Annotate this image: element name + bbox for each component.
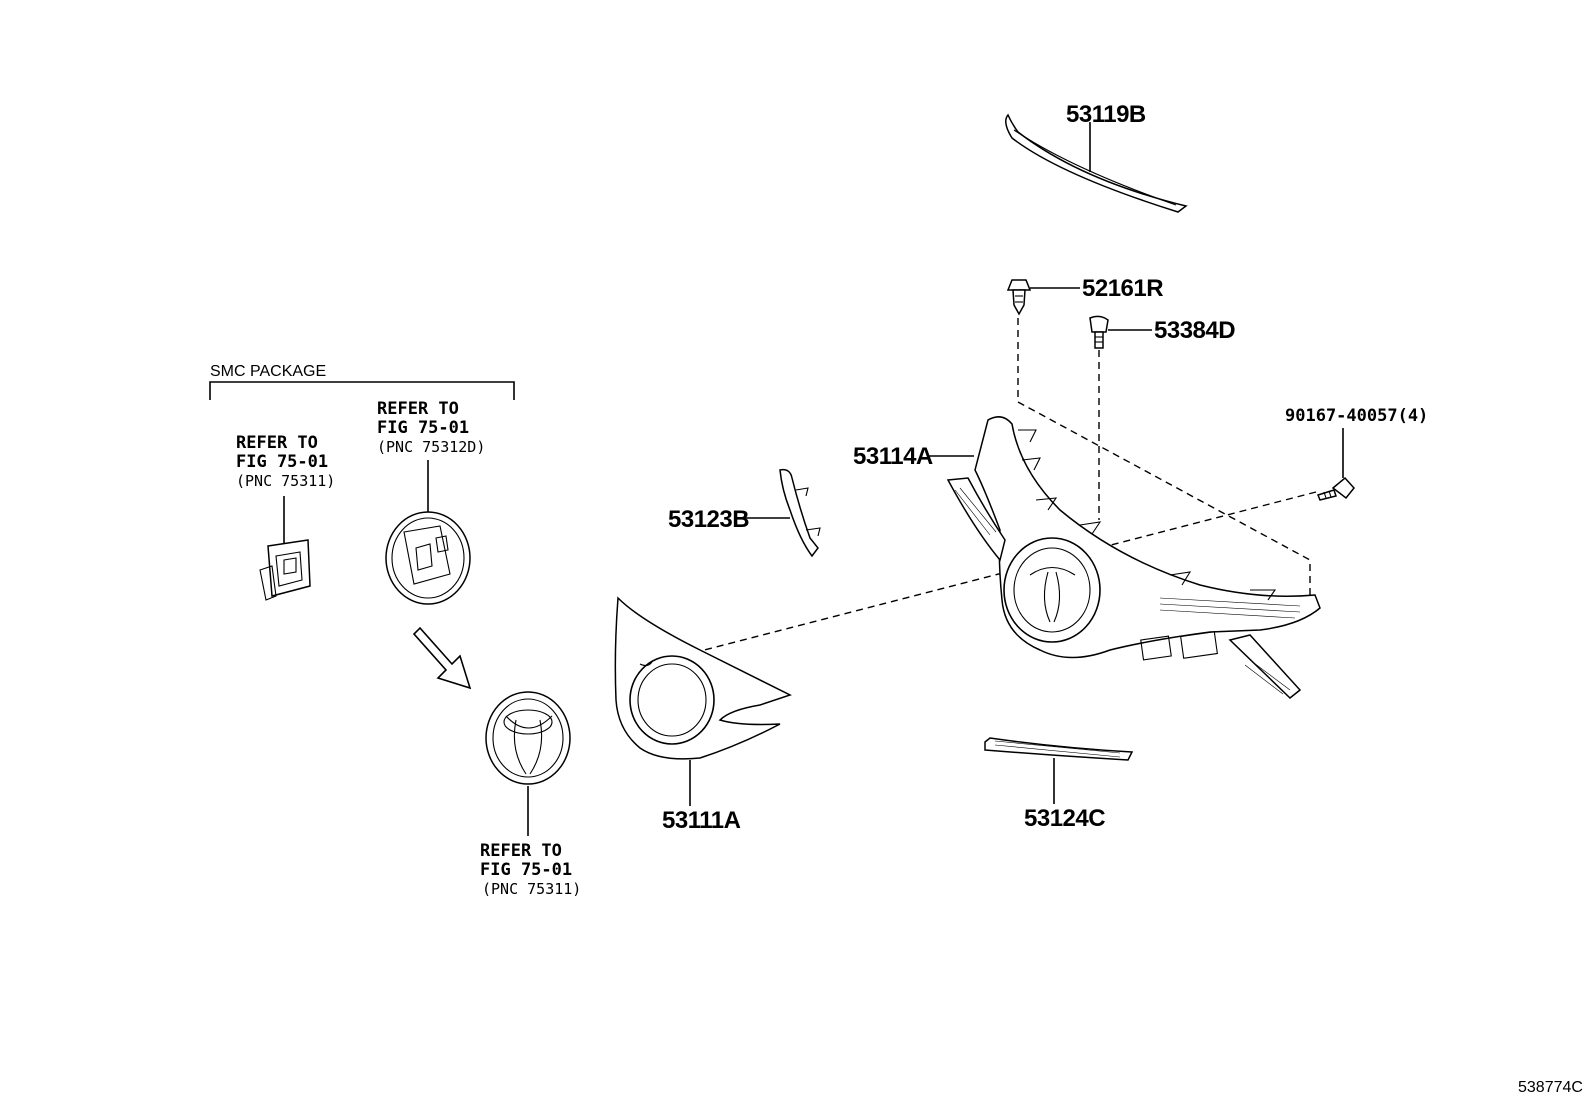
ref-bottom-line1: REFER TO (480, 841, 562, 861)
part-number-53384D[interactable]: 53384D (1154, 317, 1236, 344)
ref-left-pnc[interactable]: (PNC 75311) (236, 472, 335, 490)
part-number-90167-40057[interactable]: 90167-40057(4) (1285, 406, 1428, 426)
ref-middle-line2: FIG 75-01 (377, 418, 469, 438)
part-number-52161R[interactable]: 52161R (1082, 275, 1164, 302)
figure-id: 538774C (1518, 1079, 1583, 1096)
emblem-toyota-icon[interactable] (485, 691, 571, 785)
part-number-53114A[interactable]: 53114A (853, 443, 933, 470)
part-number-53123B[interactable]: 53123B (668, 506, 750, 533)
ref-middle-line1: REFER TO (377, 399, 459, 419)
emblem-square-icon[interactable] (259, 539, 311, 601)
grille-bracket[interactable] (779, 468, 821, 558)
ref-bottom-line2: FIG 75-01 (480, 860, 572, 880)
plug-icon[interactable] (1089, 315, 1109, 349)
emblem-surround[interactable] (614, 596, 792, 760)
ref-left-line2: FIG 75-01 (236, 452, 328, 472)
clip-icon[interactable] (1006, 279, 1032, 316)
lower-grille-strip[interactable] (984, 737, 1134, 761)
package-bracket (209, 381, 515, 400)
part-number-53111A[interactable]: 53111A (662, 807, 741, 834)
part-number-53119B[interactable]: 53119B (1066, 101, 1146, 128)
ref-bottom-pnc[interactable]: (PNC 75311) (482, 880, 581, 898)
ref-left-line1: REFER TO (236, 433, 318, 453)
radiator-grille[interactable] (946, 416, 1321, 699)
ref-middle-pnc[interactable]: (PNC 75312D) (377, 438, 485, 456)
package-label: SMC PACKAGE (210, 363, 326, 380)
part-number-53124C[interactable]: 53124C (1024, 805, 1106, 832)
replacement-arrow-icon (412, 626, 472, 690)
upper-molding-strip[interactable] (1005, 113, 1188, 213)
emblem-round-icon[interactable] (385, 511, 471, 605)
screw-icon[interactable] (1317, 476, 1355, 501)
